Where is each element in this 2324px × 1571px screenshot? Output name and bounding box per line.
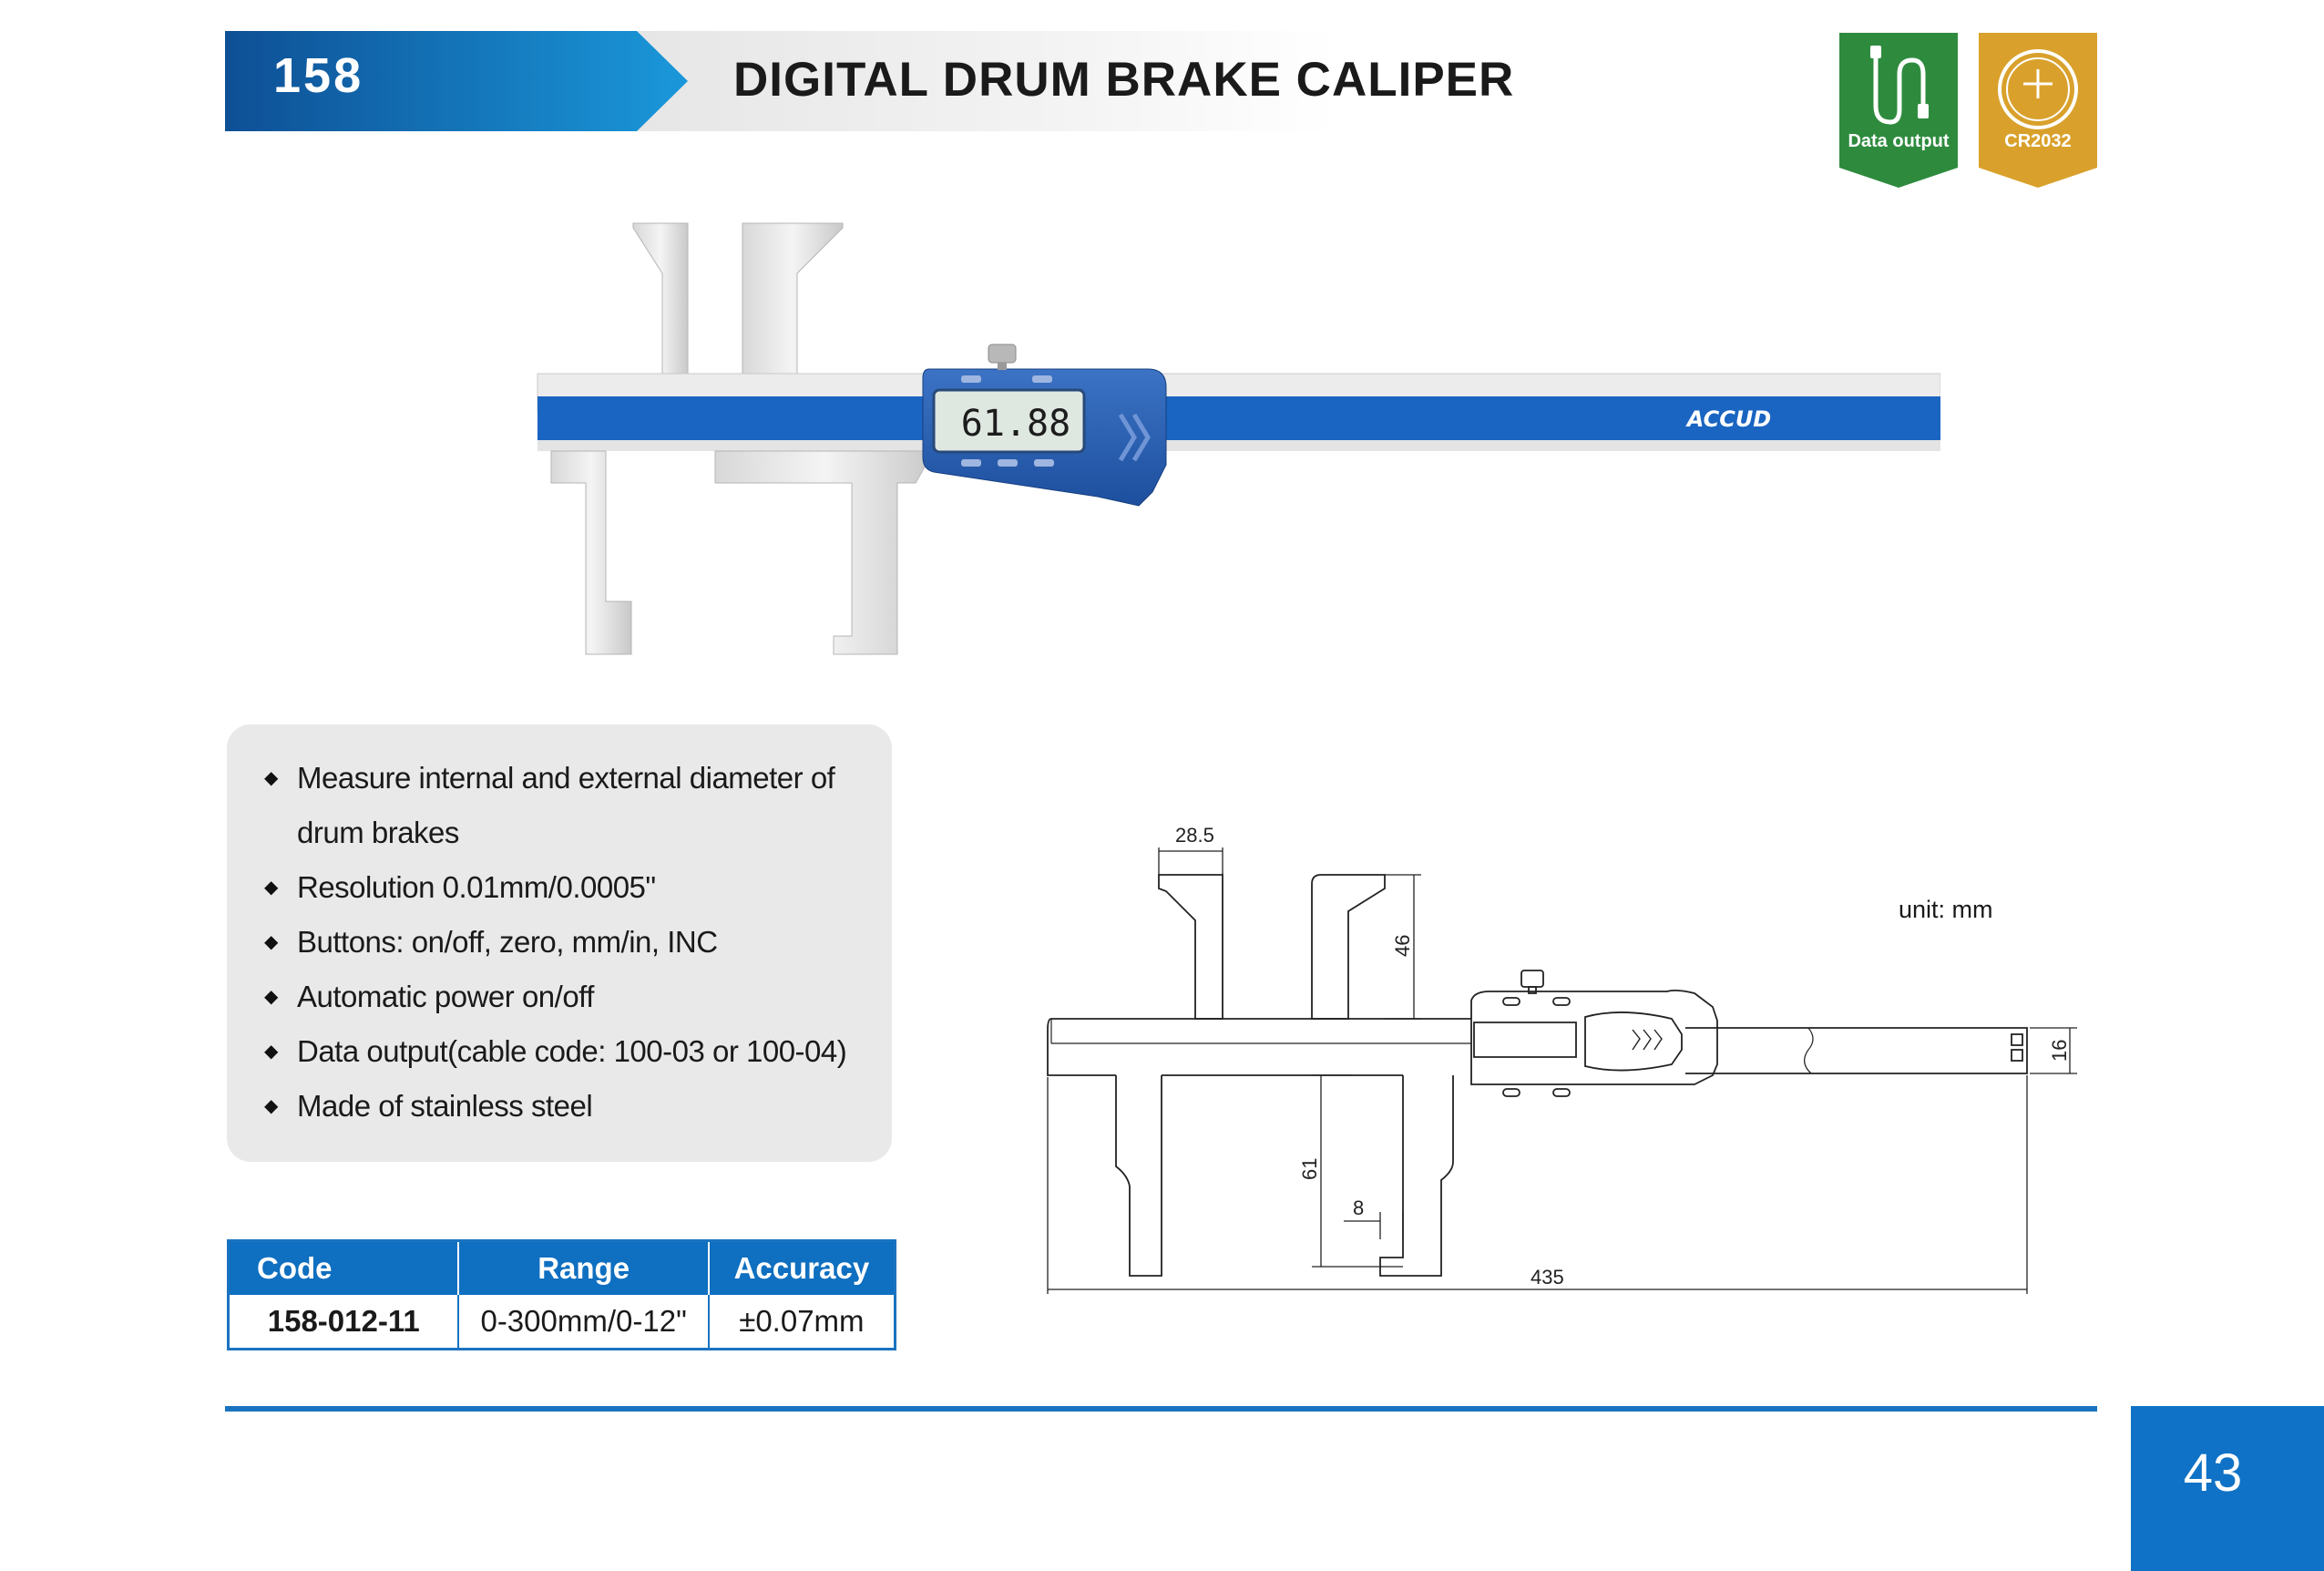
header-banner [225,31,1336,131]
dim-upper-jaw-depth: 46 [1391,935,1414,957]
dim-lower-jaw-depth: 61 [1298,1158,1321,1180]
coin-battery-icon [1979,33,2097,188]
spec-table: Code Range Accuracy 158-012-11 0-300mm/0… [227,1239,896,1350]
footer-divider [225,1406,2097,1412]
cell-accuracy: ±0.07mm [708,1295,896,1350]
data-output-label: Data output [1848,131,1950,151]
page-number: 43 [2183,1443,2243,1503]
product-image: 61.88 ACCUD [537,222,1940,655]
section-number: 158 [273,48,364,103]
brand-logo: ACCUD [1685,406,1771,432]
table-header-row: Code Range Accuracy [228,1240,896,1295]
feature-item: Resolution 0.01mm/0.0005" [264,860,884,915]
display-reading: 61.88 [961,403,1070,445]
cell-code: 158-012-11 [228,1295,460,1350]
table-row: 158-012-11 0-300mm/0-12" ±0.07mm [228,1295,896,1350]
dim-jaw-width: 28.5 [1175,824,1214,847]
battery-label: CR2032 [2004,131,2072,151]
feature-item: Automatic power on/off [264,970,884,1024]
dim-total-length: 435 [1531,1266,1564,1289]
dim-tip-width: 8 [1353,1196,1364,1219]
usb-cable-icon [1839,33,1958,188]
header-range: Range [458,1240,710,1295]
cell-range: 0-300mm/0-12" [458,1295,710,1350]
feature-item: Buttons: on/off, zero, mm/in, INC [264,915,884,970]
features-list: Measure internal and external diameter o… [264,751,884,1134]
dim-beam-height: 16 [2048,1040,2071,1062]
page-title: DIGITAL DRUM BRAKE CALIPER [733,53,1515,107]
feature-item: Data output(cable code: 100-03 or 100-04… [264,1024,884,1079]
battery-badge: CR2032 [1979,33,2097,188]
header-accuracy: Accuracy [708,1240,896,1295]
technical-drawing: 28.5 46 16 61 8 435 [1047,824,2077,1294]
unit-label: unit: mm [1899,896,1993,923]
feature-item: Made of stainless steel [264,1079,884,1134]
page-number-box [2131,1406,2324,1571]
data-output-badge: Data output [1839,33,1958,188]
feature-item: Measure internal and external diameter o… [264,751,884,860]
header-code: Code [228,1240,460,1295]
